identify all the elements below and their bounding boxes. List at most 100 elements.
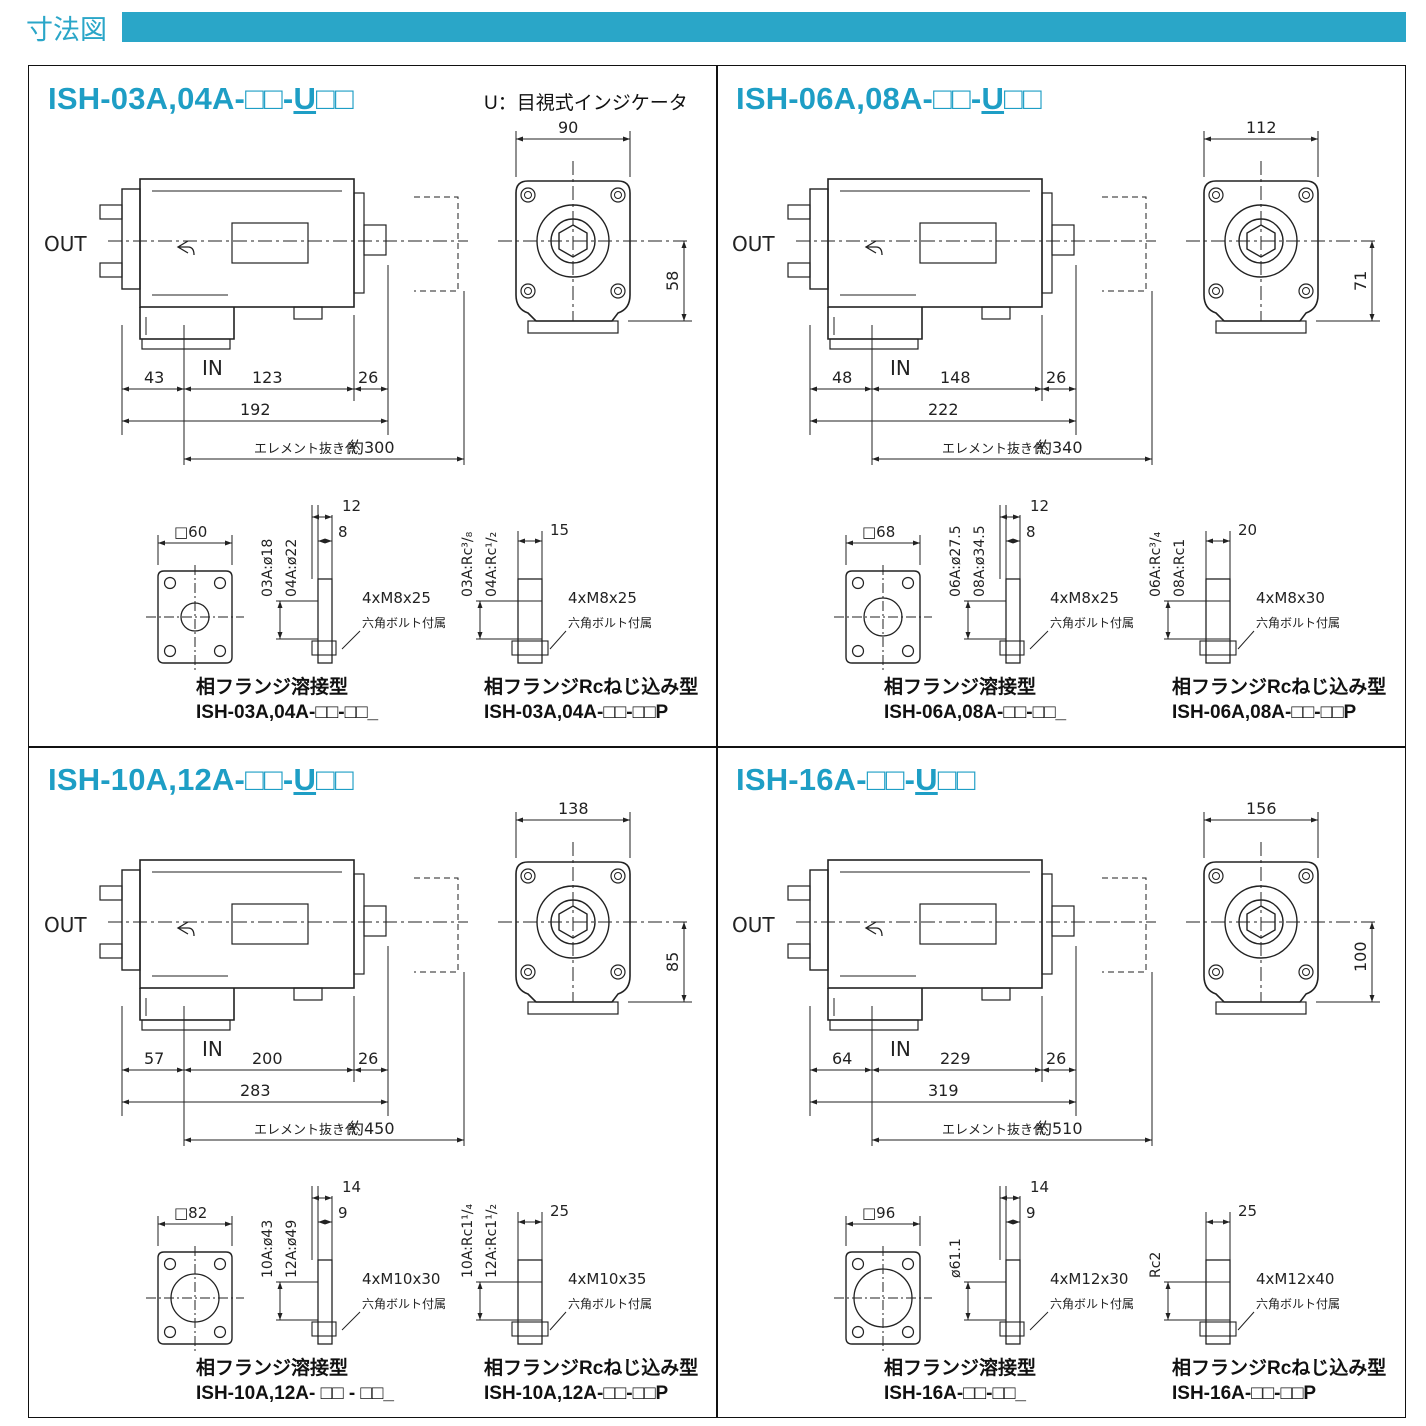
flange-hole: [851, 1257, 865, 1271]
bolt-hole: [1208, 187, 1224, 203]
arrowhead: [457, 1137, 464, 1143]
inlet-block: [139, 988, 235, 1021]
dimension-right: 26: [358, 368, 378, 387]
weld-flange-front: □82: [146, 1204, 244, 1352]
hex-bolt-note: 六角ボルト付属: [1256, 616, 1340, 630]
section-header: 寸法図: [0, 0, 1426, 52]
arrowhead: [623, 136, 630, 142]
bolt-hole: [1298, 283, 1314, 299]
arrowhead: [177, 386, 184, 392]
weld-flange-plate: [1005, 1259, 1021, 1345]
arrowhead: [1223, 1219, 1230, 1225]
threaded-flange-bolt: [511, 640, 549, 656]
indicator: [363, 905, 387, 937]
flange-bolt: [99, 943, 123, 959]
grid-divider-vertical: [716, 65, 718, 1418]
removal-label: エレメント抜き代: [254, 1122, 358, 1138]
arrowhead: [1204, 136, 1211, 142]
dimension-inlet: 43: [144, 368, 164, 387]
arrowhead: [1223, 538, 1230, 544]
dimension-height: 58: [663, 271, 682, 291]
in-label: IN: [890, 356, 911, 380]
flange-bolt: [787, 885, 811, 901]
bolt-hole: [520, 964, 536, 980]
weld-thickness: 14: [1030, 1178, 1049, 1196]
drain-plug: [981, 987, 1011, 1001]
dimension-middle: 148: [940, 368, 971, 387]
arrowhead: [312, 514, 319, 520]
drain-plug: [293, 987, 323, 1001]
bolt-hole: [1212, 287, 1220, 295]
bolt-hole: [1208, 283, 1224, 299]
bolt-hole: [610, 283, 626, 299]
arrowhead: [1165, 1282, 1171, 1289]
flange-square: [157, 570, 233, 664]
arrowhead: [457, 456, 464, 462]
weld-bore-2: 12A:ø49: [284, 1220, 300, 1278]
arrowhead: [1145, 456, 1152, 462]
threaded-flange-plate: [1205, 578, 1231, 664]
out-label: OUT: [44, 232, 87, 256]
dimension-right: 26: [1046, 368, 1066, 387]
nameplate: [919, 903, 997, 945]
thread-thickness: 25: [550, 1202, 569, 1220]
weld-flange-plate: [317, 578, 333, 664]
caption-type: 相フランジ溶接型: [884, 1358, 1037, 1379]
weld-flange-plate: [1005, 578, 1021, 664]
weld-flange-front: □68: [834, 523, 932, 671]
weld-bore-1: 06A:ø27.5: [948, 525, 964, 597]
dimension-right: 26: [1046, 1049, 1066, 1068]
end-view-body: [1203, 180, 1319, 322]
arrowhead: [325, 1219, 332, 1225]
arrowhead: [158, 1221, 165, 1227]
thread-size-2: 08A:Rc1: [1172, 539, 1188, 597]
arrowhead: [122, 1067, 129, 1073]
indicator: [1051, 905, 1075, 937]
leader-line: [341, 630, 361, 650]
bolt-hole: [614, 968, 622, 976]
leader-line: [549, 1311, 567, 1331]
arrowhead: [516, 136, 523, 142]
end-cap: [353, 192, 365, 294]
arrowhead: [965, 1282, 971, 1289]
flange-hole: [163, 1325, 177, 1339]
flange-bolt: [99, 204, 123, 220]
dimension-total: 222: [928, 400, 959, 419]
weld-bolt-spec: 4xM8x25: [362, 589, 431, 607]
inlet-flange: [829, 338, 919, 350]
arrowhead: [1069, 1099, 1076, 1105]
end-view-body: [1203, 861, 1319, 1003]
arrowhead: [681, 922, 687, 929]
caption-type: 相フランジ溶接型: [196, 677, 349, 698]
arrowhead: [965, 632, 971, 639]
end-view-body: [515, 861, 631, 1003]
inlet-block: [827, 988, 923, 1021]
arrowhead: [477, 632, 483, 639]
arrowhead: [177, 1067, 184, 1073]
arrowhead: [865, 1067, 872, 1073]
model-title-part: U: [981, 81, 1005, 116]
thread-bolt-spec: 4xM12x40: [1256, 1270, 1334, 1288]
nameplate: [231, 222, 309, 264]
arrowhead: [872, 1067, 879, 1073]
arrowhead: [122, 1099, 129, 1105]
removal-value: 約510: [1036, 1119, 1083, 1138]
caption-type: 相フランジ溶接型: [196, 1358, 349, 1379]
flange-bolt: [787, 943, 811, 959]
leader-line: [1029, 630, 1049, 650]
arrowhead: [122, 418, 129, 424]
leader-line: [341, 1311, 361, 1331]
arrowhead: [1069, 418, 1076, 424]
bolt-hole: [1302, 872, 1310, 880]
arrowhead: [225, 540, 232, 546]
weld-bolt-spec: 4xM8x25: [1050, 589, 1119, 607]
arrowhead: [1013, 1195, 1020, 1201]
bolt-hole: [520, 868, 536, 884]
element-outline: [414, 196, 459, 292]
